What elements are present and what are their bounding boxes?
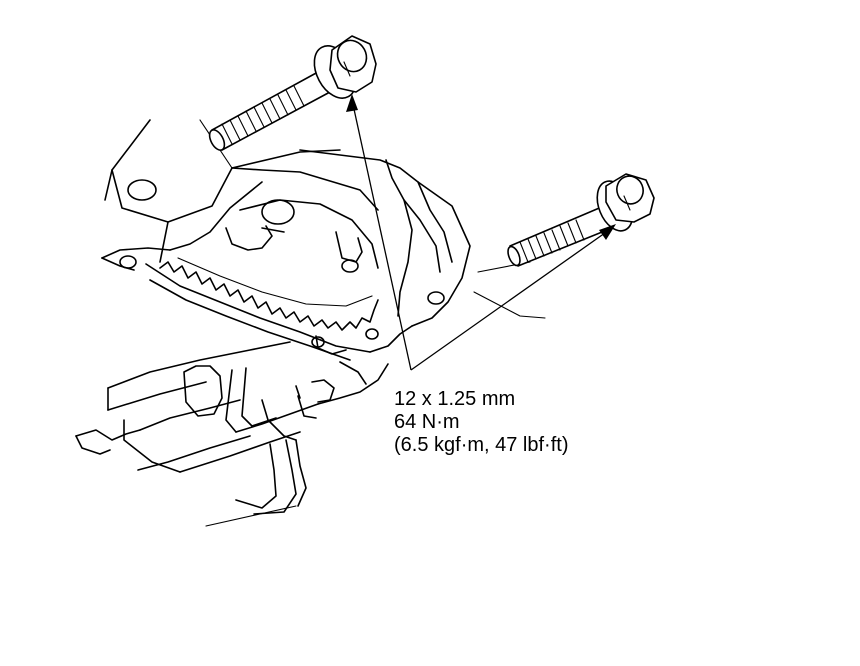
housing-outline (75, 119, 546, 527)
torque-alt-units-label: (6.5 kgf·m, 47 lbf·ft) (394, 434, 569, 456)
bolt-right (507, 173, 655, 267)
leader-lines (346, 94, 616, 371)
torque-spec-callout: 12 x 1.25 mm 64 N·m (6.5 kgf·m, 47 lbf·f… (394, 388, 569, 457)
bolt-size-label: 12 x 1.25 mm (394, 388, 516, 410)
housing-hole (427, 291, 445, 305)
arrowhead-upper (346, 94, 358, 112)
boss-hole (261, 199, 295, 225)
torque-value-label: 64 N·m (394, 411, 460, 433)
bracket-hole (127, 179, 157, 201)
ring-gear-teeth (159, 261, 379, 331)
bolt-upper (208, 35, 377, 151)
arrowhead-right (599, 224, 616, 240)
